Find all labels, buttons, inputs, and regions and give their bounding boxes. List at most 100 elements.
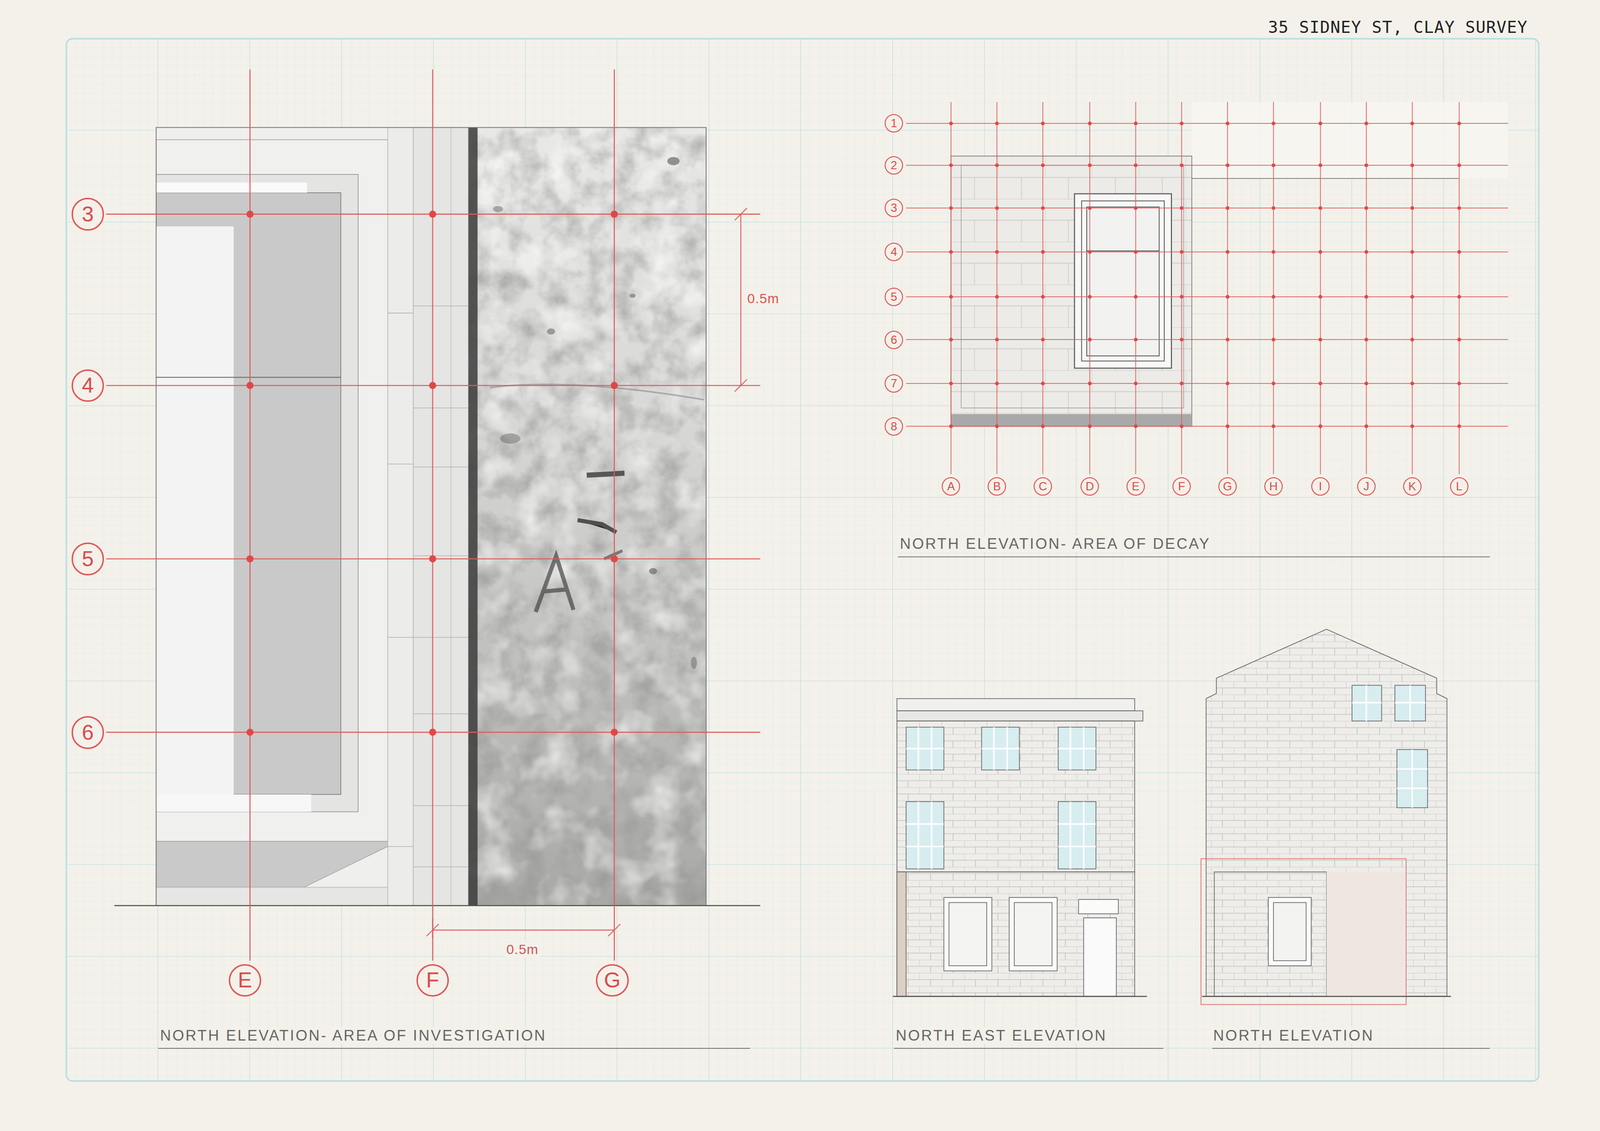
- grid-dot: [948, 163, 953, 168]
- window-illustration-part: [450, 127, 452, 906]
- grid-dots-part: [610, 210, 619, 219]
- grid-dot: [948, 424, 953, 429]
- wall-elevation: [950, 102, 1509, 427]
- grid-dot: [1410, 424, 1415, 429]
- grid-dot: [1087, 250, 1092, 254]
- building-elevation-part: [905, 801, 944, 870]
- grid-dot: [994, 295, 999, 299]
- building-elevation-part: [905, 727, 1096, 771]
- grid-bubble: B: [987, 477, 1007, 496]
- grid-bubble: 6: [884, 330, 904, 350]
- gable-elevation-part: [1351, 685, 1428, 808]
- grid-label: 6: [81, 722, 94, 744]
- grid-dot: [1179, 206, 1184, 210]
- graph-paper-part: [66, 38, 1539, 1082]
- grid-bubble: 8: [884, 417, 904, 436]
- grid-bubble: 7: [884, 374, 904, 393]
- grid-dot: [1364, 163, 1369, 168]
- grid-dot: [1457, 381, 1462, 386]
- window-illustration-part: [156, 841, 388, 888]
- grid-dot: [1271, 250, 1276, 254]
- wall-elevation-part: [1191, 177, 1460, 179]
- grid-bubble: 2: [884, 156, 904, 175]
- grid-dot: [1364, 295, 1369, 299]
- grid-dot: [1364, 381, 1369, 386]
- grid-dot: [1410, 295, 1415, 299]
- graph-paper: [66, 38, 1539, 1082]
- grid-dot: [1457, 163, 1462, 168]
- grid-dot: [1133, 206, 1138, 210]
- concrete-photo-part: [468, 127, 707, 906]
- window-illustration-part: [156, 794, 312, 813]
- grid-dot: [1179, 295, 1184, 299]
- grid-dots: [948, 121, 1461, 429]
- grid-dot: [1457, 424, 1462, 429]
- building-elevation-part: [896, 711, 1143, 722]
- grid-dot: [1457, 250, 1462, 254]
- grid-label: 2: [890, 159, 897, 172]
- building-elevation-part: [905, 801, 1096, 870]
- grid-dot: [1179, 121, 1184, 126]
- grid-dot: [1040, 338, 1045, 342]
- grid-label: 4: [890, 246, 897, 258]
- grid-label: 3: [890, 202, 897, 214]
- grid-dots-part: [610, 555, 619, 563]
- drawing-caption: NORTH EAST ELEVATION: [893, 1027, 1110, 1045]
- grid-bubble: 4: [884, 242, 904, 262]
- grid-dot: [1225, 163, 1230, 168]
- grid-dot: [1040, 121, 1045, 126]
- grid-dots-part: [246, 210, 254, 219]
- building-elevation-part: [896, 721, 1135, 873]
- wall-elevation-part: [961, 165, 1184, 409]
- grid-dot: [994, 163, 999, 168]
- grid-label: B: [992, 480, 1001, 493]
- grid-label: E: [237, 969, 252, 992]
- grid-bubble: I: [1311, 477, 1330, 496]
- grid-dot: [1364, 250, 1369, 254]
- grid-dot: [1040, 163, 1045, 168]
- window-illustration-part: [156, 139, 388, 842]
- grid-label: G: [1223, 480, 1233, 493]
- grid-dots-part: [246, 555, 254, 563]
- dimension-label: 0.5m: [745, 291, 782, 307]
- grid-dots: [246, 210, 618, 737]
- grid-dot: [1225, 295, 1230, 299]
- grid-dot: [1457, 338, 1462, 342]
- gable-elevation-part: [1326, 872, 1407, 997]
- grid-dot: [1133, 424, 1138, 429]
- grid-label: K: [1408, 480, 1417, 493]
- grid-label: 5: [81, 548, 94, 570]
- drawing-caption: NORTH ELEVATION- AREA OF DECAY: [898, 535, 1213, 553]
- grid-dot: [948, 121, 953, 126]
- grid-dot: [948, 206, 953, 210]
- caption-underline-part: [158, 1048, 751, 1050]
- concrete-photo-part: [489, 384, 705, 400]
- window-illustration-part: [387, 127, 414, 906]
- building-elevation-part: [896, 698, 1135, 712]
- grid-dot: [1364, 121, 1369, 126]
- grid-label: I: [1318, 480, 1323, 493]
- wall-elevation-part: [1074, 193, 1172, 369]
- grid-dot: [1225, 424, 1230, 429]
- grid-dot: [1271, 381, 1276, 386]
- grid-label: 3: [81, 203, 94, 225]
- window-illustration-part: [413, 306, 469, 868]
- grid-dot: [948, 295, 953, 299]
- window-illustration-part: [387, 312, 414, 847]
- grid-dot: [1133, 295, 1138, 299]
- grid-dot: [1364, 338, 1369, 342]
- grid-dots-part: [610, 382, 619, 390]
- grid-dot: [994, 424, 999, 429]
- grid-dot: [1318, 424, 1323, 429]
- grid-bubble: 1: [884, 114, 904, 133]
- wall-elevation-part: [950, 414, 1192, 427]
- grid-dot: [1040, 295, 1045, 299]
- grid-dots-part: [610, 728, 619, 737]
- window-illustration: [156, 127, 469, 906]
- decay-grid-part: [950, 102, 1460, 475]
- window-illustration-part: [156, 377, 341, 379]
- building-elevation-part: [1014, 903, 1052, 967]
- building-elevation-part: [892, 996, 1147, 998]
